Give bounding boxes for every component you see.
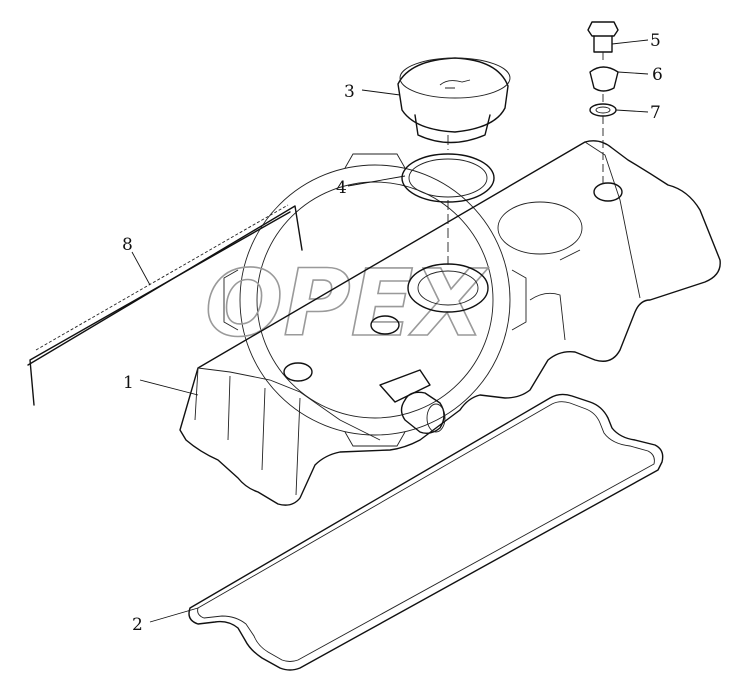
watermark-gear-outer <box>239 164 511 436</box>
grommet <box>589 66 619 92</box>
bolt-boss-right <box>593 182 623 202</box>
cover-gasket-inner <box>197 401 655 662</box>
seal-strip-outer <box>27 205 303 366</box>
valve-cover-ribs <box>194 367 301 496</box>
oil-filler-cap-top <box>397 57 509 133</box>
oil-filler-cap <box>397 57 511 144</box>
leader-3 <box>361 89 401 96</box>
cover-gasket-outer <box>188 393 664 671</box>
bolt-assembly <box>587 21 619 185</box>
oil-filler-cap-skirt <box>414 114 491 144</box>
callout-labels: 1 2 3 4 5 6 7 8 <box>122 31 663 635</box>
breather-port-opening <box>426 403 446 433</box>
seal-strip <box>27 204 303 406</box>
callout-5: 5 <box>650 31 661 51</box>
seal-strip-texture <box>35 204 289 351</box>
leader-lines <box>131 39 649 623</box>
breather-port-base <box>379 369 431 403</box>
oil-can-symbol-icon <box>439 79 471 89</box>
bolt-head <box>587 21 619 37</box>
bolt-boss-left <box>283 362 313 382</box>
callout-2: 2 <box>132 615 143 635</box>
watermark: OPEX <box>204 153 527 447</box>
leader-7 <box>615 109 649 113</box>
bolt-shank <box>593 35 613 53</box>
breather-port-nozzle <box>400 391 445 435</box>
oil-filler-cap-rim <box>399 57 511 99</box>
valve-cover-oval-recess <box>497 201 583 255</box>
callout-7: 7 <box>650 103 661 123</box>
callout-6: 6 <box>652 65 663 85</box>
valve-cover-outline <box>179 140 721 506</box>
leader-5 <box>611 39 649 45</box>
leader-4 <box>347 175 406 187</box>
callout-3: 3 <box>344 82 355 102</box>
washer-inner <box>595 106 611 114</box>
callout-8: 8 <box>122 235 133 255</box>
watermark-text: OPEX <box>205 250 488 357</box>
o-ring-inner <box>408 158 488 198</box>
washer-outer <box>589 103 617 117</box>
oil-filler-neck-inner <box>417 270 479 306</box>
leader-2 <box>149 607 199 623</box>
cover-gasket <box>188 393 664 671</box>
valve-cover-front-edge <box>197 367 381 441</box>
leader-6 <box>617 71 649 75</box>
valve-cover-right-edge <box>584 141 641 299</box>
seal-strip-inner <box>29 211 291 406</box>
leader-8 <box>131 251 151 286</box>
callout-1: 1 <box>123 373 134 393</box>
watermark-gear-teeth <box>223 153 527 447</box>
bolt-boss-center <box>370 315 400 335</box>
leader-1 <box>139 379 199 396</box>
callout-4: 4 <box>336 178 347 198</box>
o-ring <box>401 153 495 203</box>
o-ring-outer <box>401 153 495 203</box>
watermark-gear-inner <box>256 181 494 419</box>
valve-cover-side-detail <box>529 249 581 341</box>
